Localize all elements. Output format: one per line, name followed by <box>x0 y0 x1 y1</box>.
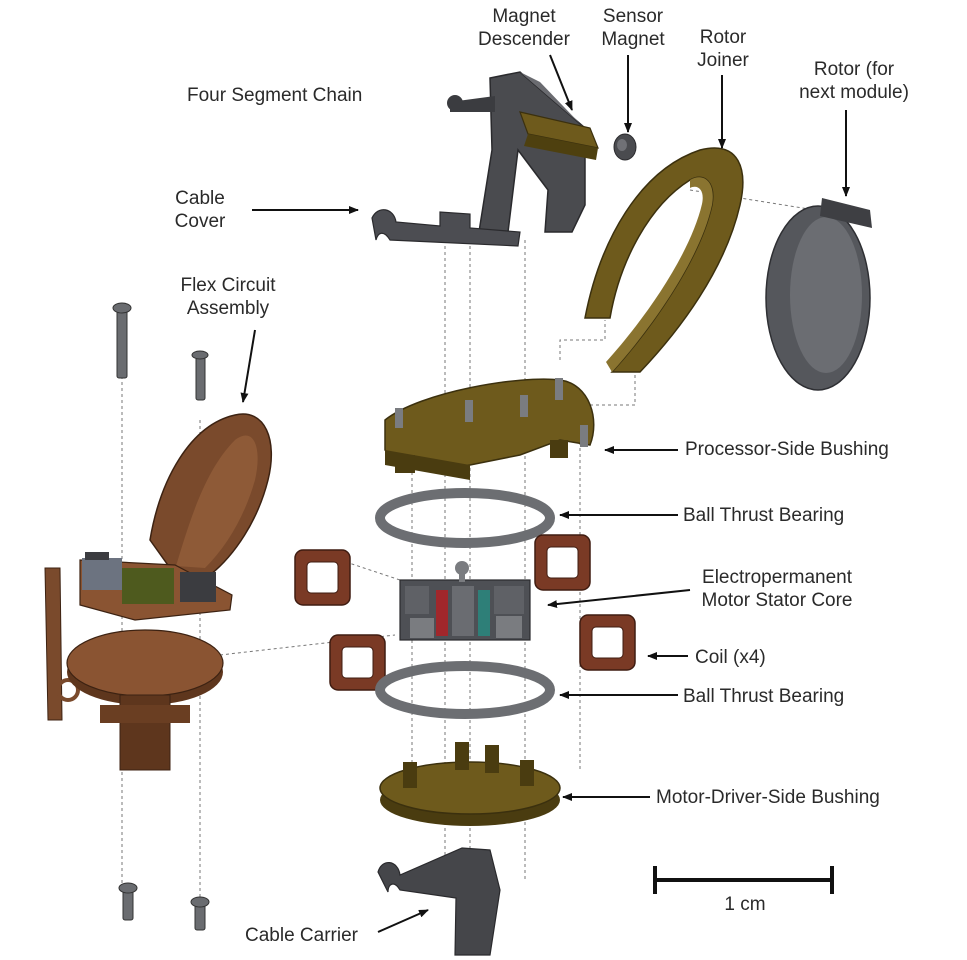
label-motor-driver-side-bushing: Motor-Driver-Side Bushing <box>656 787 880 808</box>
label-sensor-magnet: Sensor Magnet <box>601 6 665 50</box>
label-cable-cover: Cable Cover <box>174 188 226 232</box>
label-ball-thrust-bearing-top: Ball Thrust Bearing <box>683 505 845 526</box>
label-processor-side-bushing: Processor-Side Bushing <box>685 439 889 460</box>
label-rotor-next-module: Rotor (for next module) <box>799 59 909 103</box>
rotor-joiner-part <box>584 147 744 373</box>
rotor-next-module-part <box>765 198 872 391</box>
label-scale-bar: 1 cm <box>724 894 766 915</box>
label-coil: Coil (x4) <box>695 647 766 668</box>
label-cable-carrier: Cable Carrier <box>245 925 358 946</box>
label-rotor-joiner: Rotor Joiner <box>697 27 749 71</box>
leader-arrows <box>240 54 850 933</box>
ball-thrust-bearing-top-part <box>375 488 555 548</box>
screw-parts <box>112 302 210 931</box>
label-four-segment-chain: Four Segment Chain <box>187 85 363 106</box>
coil-parts <box>294 534 636 691</box>
motor-driver-side-bushing-part <box>379 742 561 826</box>
four-segment-chain-part <box>371 71 588 247</box>
magnet-descender-part <box>519 111 599 160</box>
cable-carrier-part <box>377 847 501 956</box>
scale-bar <box>653 866 834 894</box>
label-ball-thrust-bearing-bottom: Ball Thrust Bearing <box>683 686 845 707</box>
stator-core-part <box>399 561 531 641</box>
label-magnet-descender: Magnet Descender <box>478 6 570 50</box>
label-electropermanent-motor-stator-core: Electropermanent Motor Stator Core <box>701 567 853 611</box>
ball-thrust-bearing-bottom-part <box>375 661 555 719</box>
label-flex-circuit-assembly: Flex Circuit Assembly <box>180 275 276 319</box>
processor-side-bushing-part <box>384 378 595 480</box>
flex-circuit-assembly-part <box>44 413 272 771</box>
sensor-magnet-part <box>613 133 637 161</box>
